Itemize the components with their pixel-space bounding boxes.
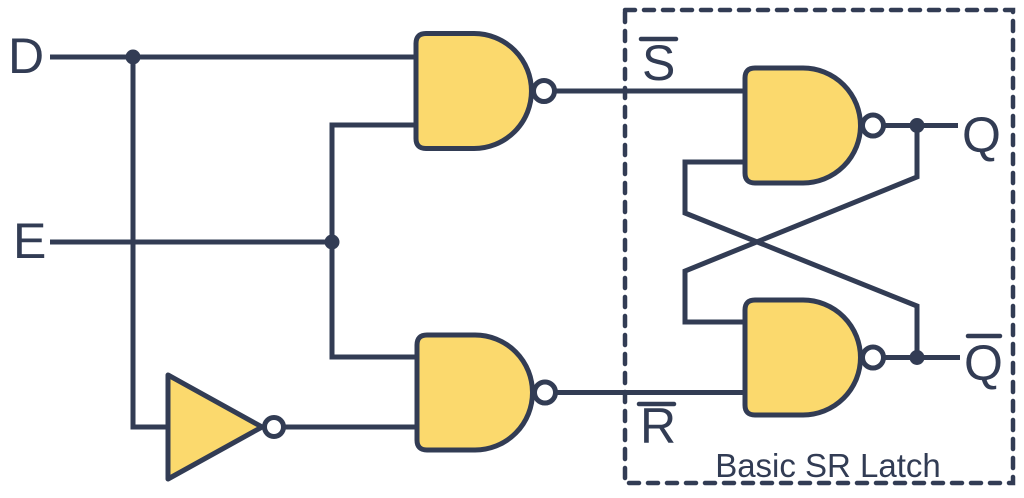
bubble-nand-top-left [531,78,557,104]
nand-gate-bottom-left [414,332,535,453]
inversion-bubbles [262,78,886,439]
nand-gate-top-left [413,31,534,151]
label-d: D [8,28,44,84]
label-r-bar: R [640,398,676,454]
labels: D E S R Q Q Basic SR Latch [8,28,1003,484]
sr-latch-boundary-box [622,7,1016,486]
label-s-bar: S [642,35,675,91]
wire-feedback-q-bar [682,159,920,358]
label-q: Q [962,107,1001,163]
not-gate [165,372,265,482]
junction-dot-e [324,234,340,250]
junction-dot-q-bar [909,350,925,365]
bubble-sr-nand-bottom [860,344,886,371]
bubble-not-gate [262,415,286,439]
bubble-nand-bottom-left [532,379,558,406]
gates [165,31,863,482]
label-q-bar: Q [964,335,1003,391]
wire-e-branch [329,122,419,360]
wire-feedback-q [682,125,920,325]
sr-nand-gate-bottom [742,297,863,418]
sr-nand-gate-top [742,65,863,186]
bubble-sr-nand-top [860,112,886,139]
label-e: E [13,213,46,269]
sr-latch-caption: Basic SR Latch [715,447,941,484]
junction-dot-d [125,49,141,65]
junction-dots [125,49,925,365]
wire-d-to-inverter [130,57,172,430]
junction-dot-q [909,118,925,133]
